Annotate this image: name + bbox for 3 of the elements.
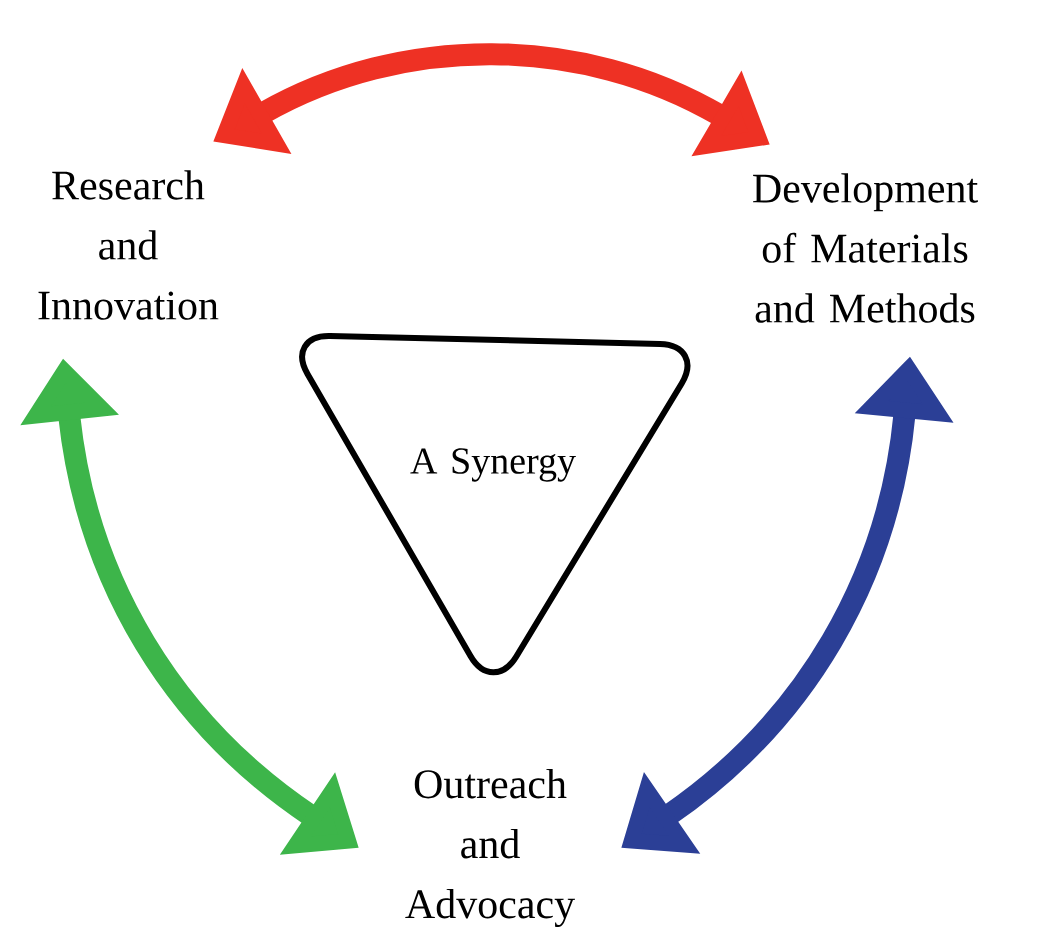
label-text: Development of Materials and Methods xyxy=(753,173,978,323)
label-text: Research and Innovation xyxy=(38,170,219,320)
label-text: Outreach and Advocacy xyxy=(405,768,575,928)
